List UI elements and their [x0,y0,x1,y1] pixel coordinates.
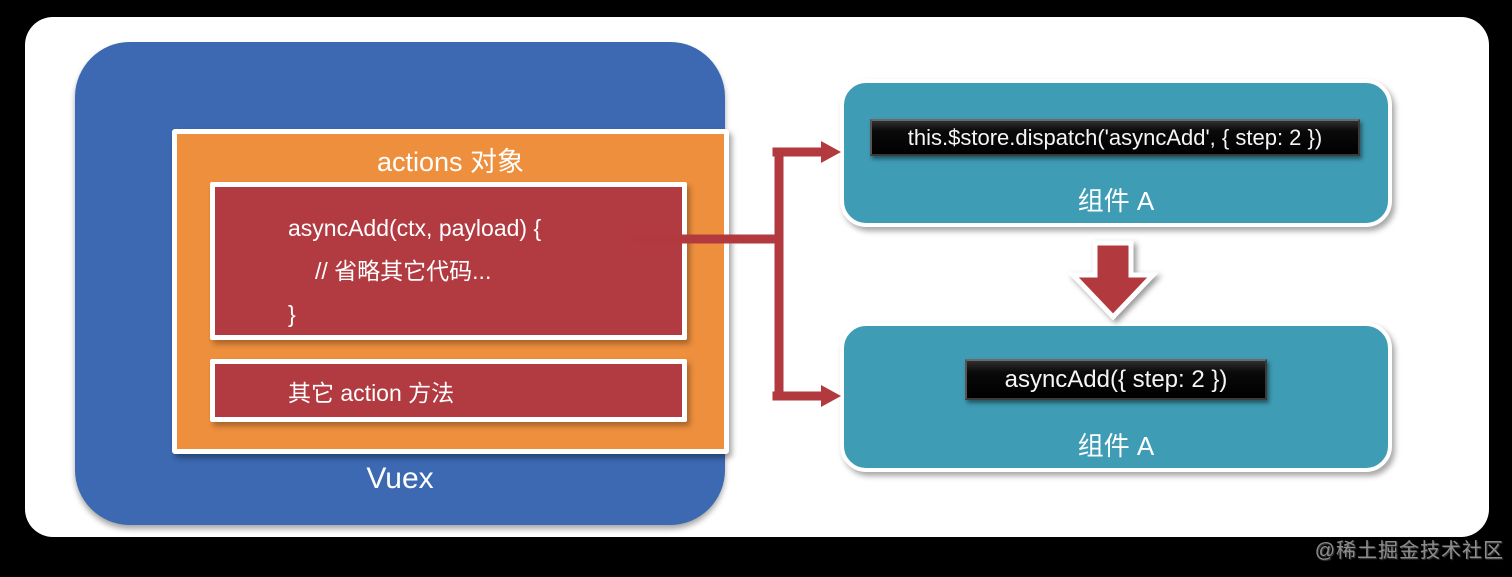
actions-object-box: actions 对象 asyncAdd(ctx, payload) { // 省… [172,129,729,454]
component-a-bottom-box: asyncAdd({ step: 2 }) 组件 A [840,322,1392,472]
async-add-comment: // 省略其它代码... [315,258,492,284]
other-actions-box: 其它 action 方法 [210,359,687,422]
vuex-container: actions 对象 asyncAdd(ctx, payload) { // 省… [75,42,729,525]
async-add-box: asyncAdd(ctx, payload) { // 省略其它代码... } [210,182,687,340]
other-actions-label: 其它 action 方法 [288,379,455,406]
component-a-top-box: this.$store.dispatch('asyncAdd', { step:… [840,79,1392,227]
arrowhead-bottom-icon [821,385,841,407]
component-a-top-label: 组件 A [1077,186,1155,216]
slide-background: actions 对象 asyncAdd(ctx, payload) { // 省… [25,17,1489,537]
dispatch-code-bar: this.$store.dispatch('asyncAdd', { step:… [870,119,1360,156]
async-add-call-code-bar: asyncAdd({ step: 2 }) [965,359,1267,400]
down-arrow-shape [1067,240,1159,321]
async-add-signature: asyncAdd(ctx, payload) { [288,215,542,241]
arrowhead-top-icon [821,141,841,163]
component-a-bottom-label: 组件 A [1077,431,1155,461]
vuex-label: Vuex [366,462,434,495]
watermark: @稀土掘金技术社区 [1314,540,1504,562]
async-add-closing-brace: } [288,301,296,327]
actions-object-title: actions 对象 [376,147,525,177]
